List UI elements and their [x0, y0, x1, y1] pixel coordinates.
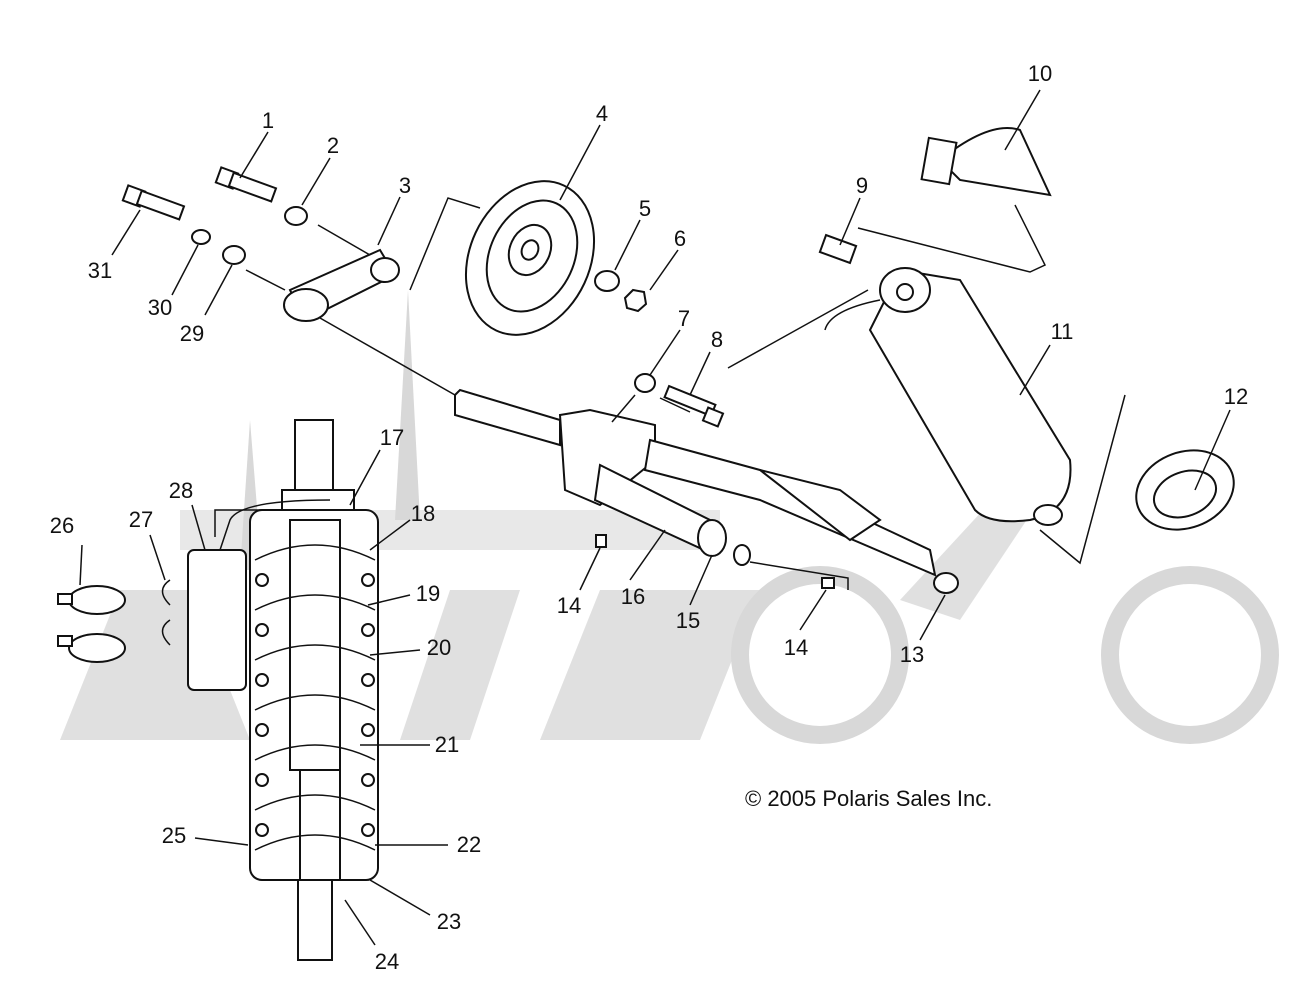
callout-14b: 14 — [784, 635, 808, 660]
bolt-8 — [663, 384, 725, 428]
idler-arm — [283, 248, 400, 322]
bolt-31 — [121, 184, 186, 221]
callout-23: 23 — [437, 909, 461, 934]
callout-8: 8 — [711, 327, 723, 352]
callout-leaders — [79, 89, 1231, 946]
callout-9: 9 — [856, 173, 868, 198]
callout-10: 10 — [1028, 61, 1052, 86]
callout-20: 20 — [427, 635, 451, 660]
callout-14a: 14 — [557, 593, 581, 618]
washer-5 — [594, 270, 620, 292]
washer-7 — [634, 373, 656, 393]
callout-6: 6 — [674, 226, 686, 251]
retaining-rings — [161, 579, 171, 646]
grease-fitting-right — [821, 577, 835, 589]
callout-19: 19 — [416, 581, 440, 606]
washer-30 — [191, 229, 211, 245]
washer-29 — [222, 245, 246, 265]
copyright-notice: © 2005 Polaris Sales Inc. — [745, 786, 992, 811]
callout-3: 3 — [399, 173, 411, 198]
spring-coil-sections — [255, 573, 375, 837]
callout-13: 13 — [900, 642, 924, 667]
bushing-9 — [818, 233, 858, 265]
washer-2 — [284, 206, 308, 226]
callout-26: 26 — [50, 513, 74, 538]
bolt-1 — [214, 166, 278, 203]
assembly-lines — [214, 197, 1126, 590]
spring-coils — [254, 544, 376, 851]
shock-body — [824, 267, 1072, 526]
callout-30: 30 — [148, 295, 172, 320]
callout-numbers: 1 2 3 4 5 6 7 8 9 10 11 12 13 14 14 15 1… — [50, 61, 1248, 974]
callout-18: 18 — [411, 501, 435, 526]
callout-4: 4 — [596, 101, 608, 126]
callout-16: 16 — [621, 584, 645, 609]
callout-25: 25 — [162, 823, 186, 848]
callout-29: 29 — [180, 321, 204, 346]
callout-12: 12 — [1224, 384, 1248, 409]
shock-absorber — [219, 419, 379, 961]
callout-31: 31 — [88, 258, 112, 283]
torque-arm — [454, 388, 959, 594]
reservoir — [187, 549, 247, 691]
boot-10 — [920, 127, 1052, 197]
idler-wheel — [464, 180, 596, 336]
callout-27: 27 — [129, 507, 153, 532]
callout-24: 24 — [375, 949, 399, 974]
callout-7: 7 — [678, 306, 690, 331]
callout-2: 2 — [327, 133, 339, 158]
callout-1: 1 — [262, 108, 274, 133]
boot-12 — [1135, 449, 1235, 531]
callout-28: 28 — [169, 478, 193, 503]
callout-15: 15 — [676, 608, 700, 633]
callout-11: 11 — [1051, 319, 1074, 344]
callout-17: 17 — [380, 425, 404, 450]
hose-clamps — [57, 585, 126, 663]
callout-22: 22 — [457, 832, 481, 857]
callout-21: 21 — [435, 732, 459, 757]
nut-6 — [623, 288, 648, 313]
callout-5: 5 — [639, 196, 651, 221]
grease-fitting-left — [595, 534, 607, 548]
